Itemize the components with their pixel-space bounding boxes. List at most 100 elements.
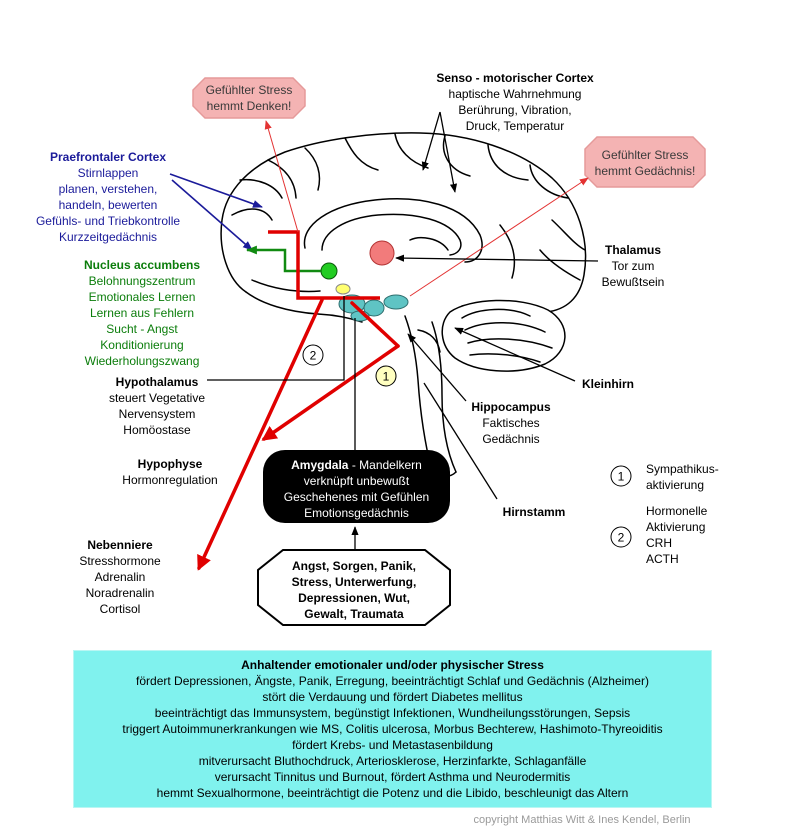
nucleus-accumbens-label: Nucleus accumbens Belohnungszentrum Emot… bbox=[84, 257, 200, 369]
pons-bulge bbox=[417, 329, 441, 353]
hypothalamus-title: Hypothalamus bbox=[115, 375, 199, 389]
stress-thinking-octagon bbox=[192, 77, 306, 119]
thalamus-title: Thalamus bbox=[604, 243, 662, 257]
thalamus-line: Tor zum bbox=[611, 259, 655, 273]
legend-item-line: Aktivierung bbox=[646, 520, 706, 534]
legend-number-1: 1 bbox=[618, 470, 625, 484]
senso-motor-cortex-title: Senso - motorischer Cortex bbox=[436, 71, 594, 85]
cerebrum-outline bbox=[220, 132, 587, 313]
thalamus-line: Bewußtsein bbox=[601, 275, 665, 289]
nucleus-accumbens-line: Lernen aus Fehlern bbox=[89, 306, 195, 320]
senso-motor-cortex-line: Druck, Temperatur bbox=[465, 119, 565, 133]
adrenal-gland-line: Cortisol bbox=[99, 602, 141, 616]
legend-number-2: 2 bbox=[618, 531, 625, 545]
amygdala-box: Amygdala - Mandelkern verknüpft unbewußt… bbox=[263, 450, 450, 523]
summary-line: hemmt Sexualhormone, beeinträchtigt die … bbox=[156, 786, 629, 800]
stress-memory-label: Gefühlter Stress hemmt Gedächnis! bbox=[595, 147, 696, 179]
hypothalamus-line: Nervensystem bbox=[118, 407, 196, 421]
legend-item-2: Hormonelle Aktivierung CRH ACTH bbox=[646, 503, 707, 567]
adrenal-gland-title: Nebenniere bbox=[87, 538, 153, 552]
summary-line: stört die Verdauung und fördert Diabetes… bbox=[262, 690, 523, 704]
summary-line: fördert Depressionen, Ängste, Panik, Err… bbox=[136, 674, 649, 688]
triggers-line: Stress, Unterwerfung, bbox=[291, 575, 417, 589]
corpus-callosum-outer bbox=[303, 198, 483, 263]
hypothalamus-callout-line bbox=[207, 296, 345, 381]
stress-memory-line: hemmt Gedächnis! bbox=[594, 164, 696, 178]
sympathetic-marker-circle bbox=[375, 365, 397, 387]
prefrontal-arrow bbox=[171, 179, 253, 251]
legend-circle-2 bbox=[610, 526, 632, 548]
brainstem-title: Hirnstamm bbox=[502, 505, 566, 519]
nucleus-accumbens-line: Sucht - Angst bbox=[106, 322, 178, 336]
brainstem-callout-line bbox=[423, 382, 498, 500]
stress-thinking-line: Gefühlter Stress bbox=[205, 83, 293, 97]
nucleus-accumbens-title: Nucleus accumbens bbox=[83, 258, 201, 272]
brain-sulcus bbox=[231, 208, 273, 221]
stress-pathway-brainstem bbox=[350, 301, 400, 348]
amygdala-line: Emotionsgedächnis bbox=[304, 506, 409, 520]
amygdala-title-suffix: - Mandelkern bbox=[348, 458, 422, 472]
stress-pathway-pituitary-arrow bbox=[261, 344, 400, 441]
hippocampus-title: Hippocampus bbox=[471, 400, 551, 414]
prefrontal-cortex-title: Praefrontaler Cortex bbox=[49, 150, 167, 164]
stress-memory-octagon bbox=[584, 136, 706, 188]
brain-sulcus bbox=[239, 178, 283, 199]
cerebellum-outline bbox=[441, 299, 566, 372]
limbic-structures bbox=[320, 240, 409, 322]
adrenal-gland-label: Nebenniere Stresshormone Adrenalin Norad… bbox=[79, 537, 160, 617]
adrenal-gland-line: Noradrenalin bbox=[85, 586, 155, 600]
brain-sulcus bbox=[442, 135, 471, 177]
amygdala-title-line: Amygdala - Mandelkern bbox=[263, 457, 450, 473]
summary-line: beeinträchtigt das Immunsystem, begünsti… bbox=[154, 706, 631, 720]
stress-memory-arrow bbox=[409, 177, 589, 297]
stress-thinking-label: Gefühlter Stress hemmt Denken! bbox=[206, 82, 293, 114]
prefrontal-cortex-line: Kurzzeitgedächnis bbox=[58, 230, 158, 244]
copyright-notice: copyright Matthias Witt & Ines Kendel, B… bbox=[473, 814, 691, 826]
stress-memory-line: Gefühlter Stress bbox=[601, 148, 689, 162]
adrenal-gland-line: Stresshormone bbox=[79, 554, 161, 568]
thalamus-label: Thalamus Tor zum Bewußtsein bbox=[602, 242, 665, 290]
legend-circle-1 bbox=[610, 465, 632, 487]
prefrontal-cortex-line: planen, verstehen, bbox=[58, 182, 158, 196]
prefrontal-cortex-label: Praefrontaler Cortex Stirnlappen planen,… bbox=[36, 149, 180, 245]
nucleus-accumbens-line: Emotionales Lernen bbox=[88, 290, 196, 304]
stress-thinking-arrow bbox=[264, 120, 299, 233]
legend-item-line: aktivierung bbox=[646, 478, 705, 492]
hippocampus-structure bbox=[383, 294, 409, 310]
adrenal-gland-line: Adrenalin bbox=[94, 570, 146, 584]
prefrontal-cortex-line: Gefühls- und Triebkontrolle bbox=[35, 214, 181, 228]
amygdala-line: Geschehenes mit Gefühlen bbox=[283, 490, 430, 504]
triggers-line: Depressionen, Wut, bbox=[298, 591, 410, 605]
pituitary-title: Hypophyse bbox=[137, 457, 203, 471]
corpus-callosum-inner bbox=[321, 213, 462, 256]
brain-sulcus bbox=[344, 137, 379, 171]
hippocampus-line: Faktisches bbox=[482, 416, 540, 430]
senso-motor-cortex-line: Berührung, Vibration, bbox=[458, 103, 572, 117]
prefrontal-cortex-line: handeln, bewerten bbox=[58, 198, 158, 212]
callout-lines bbox=[207, 111, 599, 549]
stress-pathway-adrenal-arrow bbox=[197, 298, 324, 571]
senso-callout-arrow bbox=[439, 111, 458, 193]
triggers-line: Gewalt, Traumata bbox=[304, 607, 404, 621]
triggers-octagon bbox=[257, 549, 451, 626]
brain-sulcus bbox=[267, 159, 297, 199]
thalamus-structure bbox=[369, 240, 395, 266]
nucleus-accumbens-line: Konditionierung bbox=[100, 338, 184, 352]
amygdala-line: verknüpft unbewußt bbox=[303, 474, 410, 488]
legend-item-line: CRH bbox=[646, 536, 672, 550]
triggers-line: Angst, Sorgen, Panik, bbox=[291, 559, 417, 573]
hypothalamus-label: Hypothalamus steuert Vegetative Nervensy… bbox=[109, 374, 205, 438]
brain-sulcus bbox=[394, 133, 429, 169]
senso-motor-cortex-line: haptische Wahrnehmung bbox=[448, 87, 582, 101]
prefrontal-cortex-line: Stirnlappen bbox=[77, 166, 139, 180]
senso-callout-arrow bbox=[421, 111, 441, 171]
brain-sulcus bbox=[304, 147, 321, 191]
cerebellum-label: Kleinhirn bbox=[582, 376, 634, 392]
amygdala-structure bbox=[363, 299, 385, 317]
hormonal-marker-circle bbox=[302, 344, 324, 366]
legend-item-line: Hormonelle bbox=[646, 504, 708, 518]
fornix-arc bbox=[409, 237, 449, 251]
summary-title: Anhaltender emotionaler und/oder physisc… bbox=[241, 658, 544, 672]
